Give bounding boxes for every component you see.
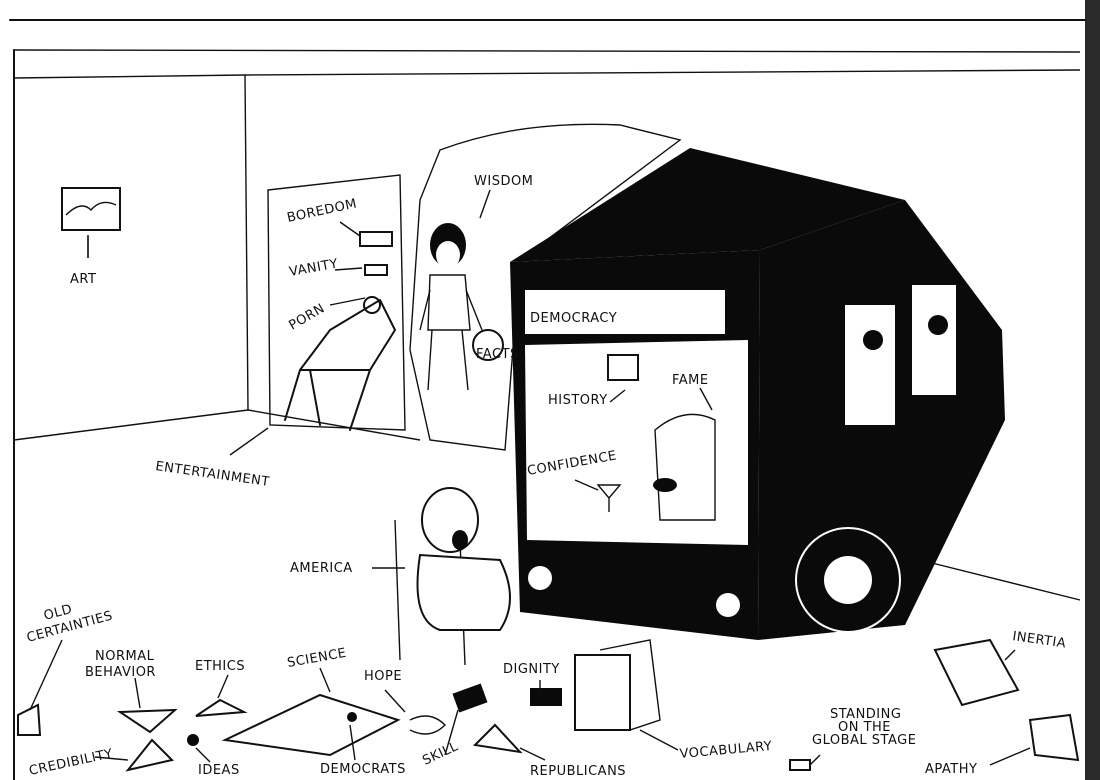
label-standing-2: ON THE xyxy=(838,720,891,735)
label-america: AMERICA xyxy=(290,561,353,576)
label-boredom: BOREDOM xyxy=(286,196,359,225)
room-walls xyxy=(13,49,1081,601)
label-fame: FAME xyxy=(672,373,709,388)
label-apathy: APATHY xyxy=(925,762,977,777)
label-normal-behavior-1: NORMAL xyxy=(95,649,155,664)
label-porn: PORN xyxy=(287,301,328,333)
woman-figure xyxy=(419,223,504,391)
label-history: HISTORY xyxy=(548,393,608,408)
label-inertia: INERTIA xyxy=(1011,629,1067,651)
label-entertainment: ENTERTAINMENT xyxy=(154,459,270,490)
wall-hole xyxy=(409,123,682,451)
floor-debris xyxy=(17,638,1080,772)
art-picture xyxy=(61,187,121,258)
democracy-bus xyxy=(510,148,1005,640)
label-credibility: CREDIBILITY xyxy=(28,746,115,778)
label-ethics: ETHICS xyxy=(195,659,245,674)
label-standing-1: STANDING xyxy=(830,707,901,722)
right-edge-bar xyxy=(1085,0,1100,780)
label-old-certainties-1: OLD xyxy=(42,602,74,624)
label-skill: SKILL xyxy=(420,739,461,769)
label-democracy: DEMOCRACY xyxy=(530,311,617,326)
label-art: ART xyxy=(70,272,96,287)
label-hope: HOPE xyxy=(364,669,402,684)
label-wisdom: WISDOM xyxy=(474,174,533,189)
label-republicans: REPUBLICANS xyxy=(530,764,626,779)
label-arrows xyxy=(29,189,1031,766)
label-facts: FACTS xyxy=(476,347,519,362)
label-vocabulary: VOCABULARY xyxy=(679,739,773,762)
broken-chair xyxy=(284,298,397,431)
label-democrats: DEMOCRATS xyxy=(320,762,406,777)
america-figure xyxy=(394,487,511,666)
label-vanity: VANITY xyxy=(288,257,339,280)
label-dignity: DIGNITY xyxy=(503,662,560,677)
label-ideas: IDEAS xyxy=(198,763,240,778)
label-standing-3: GLOBAL STAGE xyxy=(812,733,916,748)
label-normal-behavior-2: BEHAVIOR xyxy=(85,665,156,680)
label-science: SCIENCE xyxy=(286,646,348,671)
